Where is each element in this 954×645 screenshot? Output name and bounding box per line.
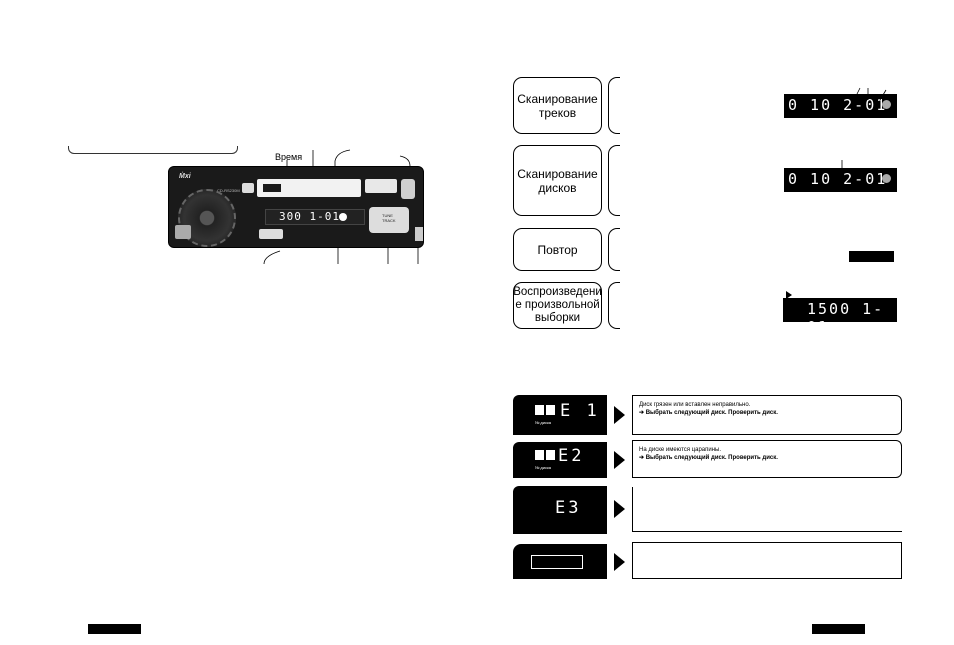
check-label: CHECK (849, 321, 864, 326)
disc-scan-display-text: 0 10 2-01 (788, 170, 888, 188)
row-bracket (608, 282, 620, 329)
error-code: E3 (555, 498, 582, 518)
mode-button (365, 179, 397, 193)
track-scan-display: 0 10 2-01 CHECK TRACK (784, 94, 897, 122)
random-display-text: 1500 1-01 (807, 300, 885, 336)
error-display-e2: E2 № диска (513, 442, 607, 478)
tune-track-pad (369, 207, 409, 233)
track-label: TRACK (864, 117, 878, 122)
error-text-blank (632, 542, 902, 579)
play-arrow-icon (786, 291, 792, 299)
disc-number-label: № диска (535, 420, 552, 425)
arrow-icon (614, 406, 625, 424)
arrow-icon (614, 500, 625, 518)
display-callouts (853, 87, 887, 101)
disc-digit-block (535, 405, 544, 415)
disc-scan-display: 0 10 2-01 CHECK TRACK (784, 168, 897, 196)
error-display-e3: E3 (513, 486, 607, 534)
volume-knob (178, 189, 236, 247)
cassette-slot (257, 179, 361, 197)
row-bracket (608, 228, 620, 271)
row-bracket (608, 77, 620, 134)
error-display-blank (513, 544, 607, 579)
pad-label: TUNE TRACK (382, 213, 396, 223)
check-label: CHECK (832, 117, 847, 122)
function-box-repeat: Повтор (513, 228, 602, 271)
car-radio-illustration: Ṁxi CD-RS230M 300 1-01 TUNE TRACK (168, 166, 424, 248)
side-button (415, 227, 423, 241)
disc-number-label: № диска (535, 465, 552, 470)
radio-display-text: 300 1-01 (279, 210, 340, 223)
track-label: TRACK (879, 321, 893, 326)
page-number-bar-left (88, 624, 141, 634)
arrow-icon (614, 553, 625, 571)
function-button (401, 179, 415, 199)
disc-digit-block (546, 405, 555, 415)
error-remedy: ➔ Выбрать следующий диск. Проверить диск… (639, 410, 778, 416)
disc-digit-block (535, 450, 544, 460)
track-scan-display-text: 0 10 2-01 (788, 96, 888, 114)
function-box-random: Воспроизведени е произвольной выборки (513, 282, 602, 329)
error-text-e2: На диске имеются царапины. ➔ Выбрать сле… (632, 440, 902, 478)
error-display-e1: E 1 № диска (513, 395, 607, 435)
error-code: E 1 (560, 401, 600, 421)
eject-button (242, 183, 254, 193)
error-cause: Диск грязен или вставлен неправильно. (639, 402, 751, 408)
error-text-e1: Диск грязен или вставлен неправильно. ➔ … (632, 395, 902, 435)
disc-icon (882, 100, 891, 109)
function-box-disc-scan: Сканирование дисков (513, 145, 602, 216)
release-button (175, 225, 191, 239)
display-callout (841, 160, 843, 171)
blank-display-frame (531, 555, 583, 569)
error-remedy: ➔ Выбрать следующий диск. Проверить диск… (639, 455, 778, 461)
check-label: CHECK (832, 191, 847, 196)
time-label: Время (275, 152, 303, 162)
repeat-indicator-bar (849, 251, 894, 262)
error-text-e3 (632, 487, 902, 532)
error-cause: На диске имеются царапины. (639, 447, 722, 453)
track-label: TRACK (864, 191, 878, 196)
section-bracket (68, 146, 238, 154)
bottom-button (259, 229, 283, 239)
disc-digit-block (546, 450, 555, 460)
radio-brand: Ṁxi (179, 173, 191, 180)
random-display: 1500 1-01 CHECK TRACK (783, 298, 897, 336)
error-code: E2 (558, 446, 585, 466)
radio-model: CD-RS230M (217, 188, 240, 193)
disc-icon (339, 213, 347, 221)
row-bracket (608, 145, 620, 216)
arrow-icon (614, 451, 625, 469)
page-number-bar-right (812, 624, 865, 634)
function-box-track-scan: Сканирование треков (513, 77, 602, 134)
disc-icon (882, 174, 891, 183)
